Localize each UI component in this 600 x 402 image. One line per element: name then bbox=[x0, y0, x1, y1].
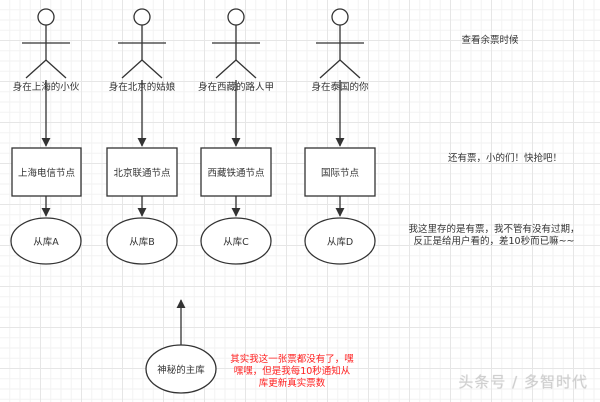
node-label-2: 北京联通节点 bbox=[113, 168, 171, 179]
node-box-1[interactable] bbox=[11, 147, 82, 197]
node-label-3: 西藏铁通节点 bbox=[207, 168, 265, 179]
master-label: 神秘的主库 bbox=[157, 365, 205, 376]
actor-figure-2[interactable] bbox=[118, 8, 166, 79]
replica-ellipse-3[interactable] bbox=[200, 217, 272, 265]
actor-figure-1[interactable] bbox=[22, 8, 70, 79]
replica-label-4: 从库D bbox=[326, 237, 354, 248]
replica-ellipse-1[interactable] bbox=[10, 217, 82, 265]
node-label-4: 国际节点 bbox=[320, 168, 359, 179]
node-label-1: 上海电信节点 bbox=[17, 168, 75, 179]
node-box-4[interactable] bbox=[304, 147, 376, 197]
actor-label-4: 身在泰国的你 bbox=[311, 82, 369, 93]
replica-label-3: 从库C bbox=[223, 237, 249, 248]
actor-label-1: 身在上海的小伙 bbox=[12, 82, 80, 93]
actor-label-3: 身在西藏的路人甲 bbox=[197, 82, 275, 93]
node-box-2[interactable] bbox=[106, 147, 178, 197]
actor-label-2: 身在北京的姑娘 bbox=[108, 82, 176, 93]
replica-label-2: 从库B bbox=[129, 237, 155, 248]
master-ellipse[interactable] bbox=[145, 344, 217, 394]
note-master: 其实我这一张票都没有了，嘿嘿嘿，但是我每10秒通知从库更新真实票数 bbox=[230, 354, 354, 389]
note-have-tickets: 还有票，小的们！快抢吧！ bbox=[447, 153, 562, 164]
note-replica: 我这里存的是有票，我不管有没有过期，反正是给用户看的，差10秒而已嘛~~ bbox=[408, 224, 580, 247]
watermark: 头条号 / 多智时代 bbox=[458, 373, 588, 391]
replica-ellipse-2[interactable] bbox=[106, 217, 178, 265]
note-query: 查看余票时候 bbox=[461, 35, 519, 46]
actor-figure-4[interactable] bbox=[316, 8, 364, 79]
actor-figure-3[interactable] bbox=[212, 8, 260, 79]
replica-ellipse-4[interactable] bbox=[304, 217, 376, 265]
replica-label-1: 从库A bbox=[33, 237, 59, 248]
